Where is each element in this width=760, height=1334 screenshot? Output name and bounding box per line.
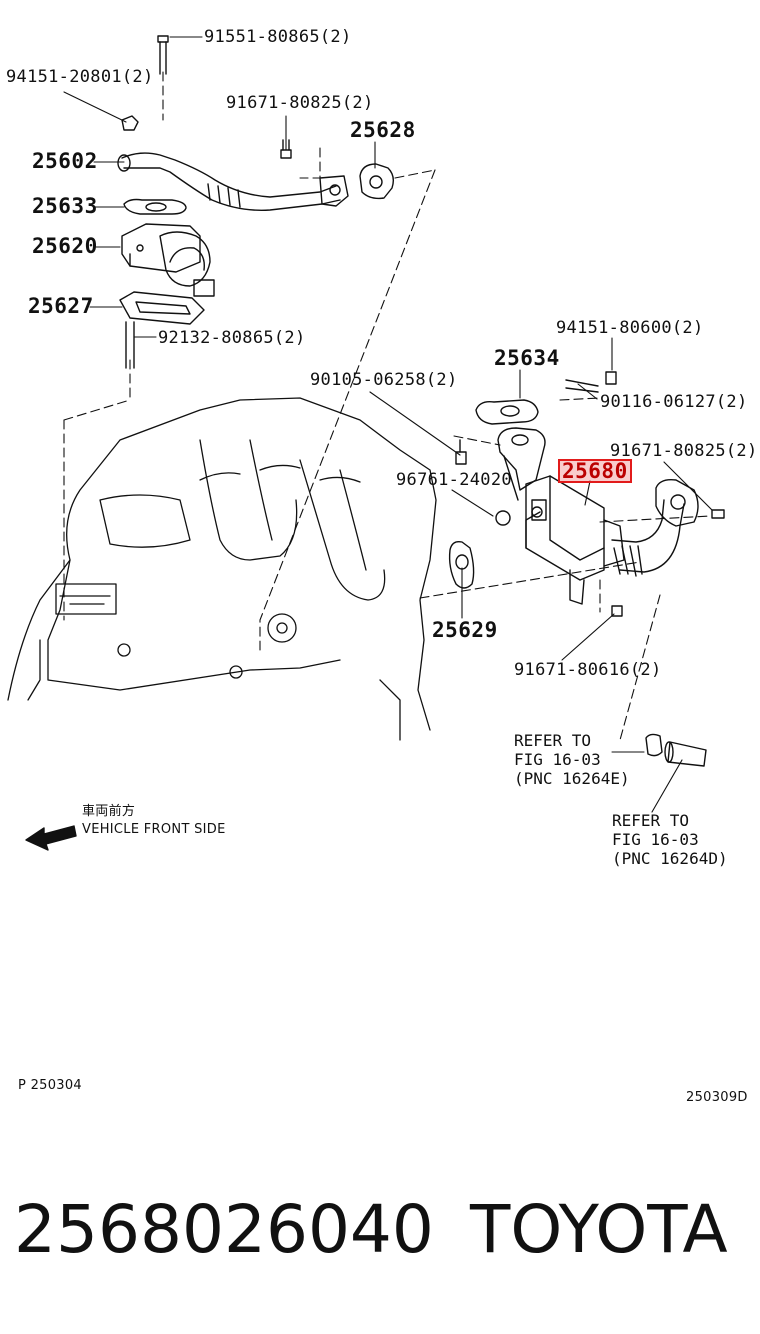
callout-25633: 25633 bbox=[32, 194, 98, 218]
callout-25602: 25602 bbox=[32, 149, 98, 173]
reference-note-16264d: REFER TO FIG 16-03 (PNC 16264D) bbox=[612, 811, 728, 868]
gasket-25628 bbox=[359, 163, 395, 200]
callout-90105-06258: 90105-06258(2) bbox=[310, 370, 458, 390]
figure-code-left: P 250304 bbox=[18, 1078, 82, 1093]
callout-96761-24020: 96761-24020 bbox=[396, 470, 512, 490]
callout-91671-80616: 91671-80616(2) bbox=[514, 660, 662, 680]
callout-91551-80865: 91551-80865(2) bbox=[204, 27, 352, 47]
direction-label-jp: 車両前方 bbox=[82, 804, 136, 819]
front-arrow bbox=[25, 825, 77, 851]
hose-connections bbox=[645, 733, 707, 767]
callout-25627: 25627 bbox=[28, 294, 94, 318]
callout-25629: 25629 bbox=[432, 618, 498, 642]
callout-90116-06127: 90116-06127(2) bbox=[600, 392, 748, 412]
callout-91671-80825-top: 91671-80825(2) bbox=[226, 93, 374, 113]
engine-block bbox=[7, 397, 437, 741]
callout-25634: 25634 bbox=[494, 346, 560, 370]
brand-name: TOYOTA bbox=[470, 1191, 728, 1268]
egr-valve-25620 bbox=[121, 223, 215, 297]
top-bolts bbox=[121, 35, 292, 369]
small-parts bbox=[448, 371, 623, 617]
egr-cooler-25680 bbox=[525, 475, 625, 605]
dashed-guides bbox=[63, 71, 711, 741]
figure-code-right: 250309D bbox=[686, 1090, 748, 1105]
reference-note-16264e: REFER TO FIG 16-03 (PNC 16264E) bbox=[514, 731, 630, 788]
part-number: 2568026040 bbox=[14, 1191, 434, 1268]
callout-25628: 25628 bbox=[350, 118, 416, 142]
direction-label-en: VEHICLE FRONT SIDE bbox=[82, 822, 226, 837]
callout-94151-20801: 94151-20801(2) bbox=[6, 67, 154, 87]
callout-92132-80865: 92132-80865(2) bbox=[158, 328, 306, 348]
connecting-pipe bbox=[497, 427, 546, 501]
gasket-25627 bbox=[119, 291, 205, 325]
callout-91671-80825-right: 91671-80825(2) bbox=[610, 441, 758, 461]
pipe-25602 bbox=[117, 152, 349, 211]
gasket-25633 bbox=[123, 198, 187, 215]
callout-25680-highlighted: 25680 bbox=[558, 459, 632, 483]
callout-25620: 25620 bbox=[32, 234, 98, 258]
callout-94151-80600: 94151-80600(2) bbox=[556, 318, 704, 338]
outlet-pipe bbox=[611, 478, 725, 577]
gasket-25634 bbox=[475, 399, 539, 425]
